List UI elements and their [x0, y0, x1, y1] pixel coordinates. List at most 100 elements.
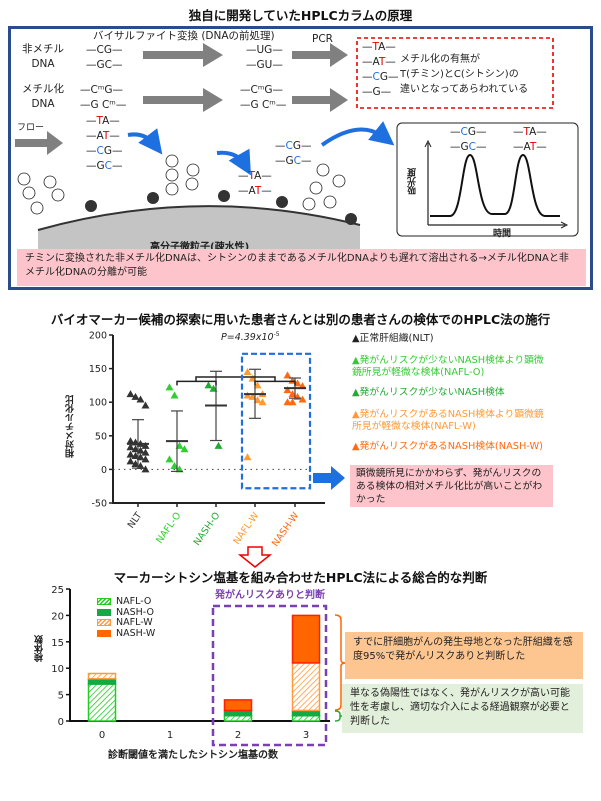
x-tick-label: 1	[167, 730, 173, 741]
bar-ylabel: 検体数	[35, 635, 45, 662]
y-tick-label: 15	[51, 638, 64, 649]
legend-item: ▲発がんリスクが少ないNASH検体より顕微鏡所見が軽微な検体(NAFL-O)	[352, 355, 544, 378]
ligand-clusters	[17, 154, 346, 215]
legend-item: NAFL-W	[97, 617, 155, 629]
polymer-particle	[38, 206, 360, 262]
data-point	[131, 392, 140, 400]
legend-swatch	[97, 608, 111, 616]
x-tick-label: 2	[235, 730, 241, 741]
principle-summary: チミンに変換された非メチル化DNAは、シトシンのままであるメチル化DNAよりも遅…	[17, 249, 586, 286]
chrom-peak1-label: —CG——GC—	[450, 126, 487, 153]
pcr-arrow-top	[292, 43, 348, 67]
particle-label: 高分子微粒子(疎水性)	[150, 242, 250, 253]
y-tick-label: 20	[51, 611, 64, 622]
data-point	[126, 443, 135, 451]
p-value: P=4.39x10-5	[221, 331, 280, 344]
data-point	[170, 391, 179, 399]
y-tick-label: -50	[91, 499, 107, 510]
data-point	[258, 398, 267, 406]
chromatogram-box	[396, 122, 579, 237]
flow-label: フロー	[17, 123, 45, 133]
blue-arrow-3	[320, 121, 395, 147]
eluting-ta: —TA——AT—	[238, 170, 272, 197]
note-orange: すでに肝細胞がんの発生母地となった肝組織を感度95%で発がんリスクありと判断した	[345, 632, 583, 679]
positive-beads	[85, 190, 357, 225]
bar-segment	[223, 699, 253, 712]
data-point	[180, 445, 189, 453]
bar-segment	[87, 672, 117, 680]
legend-swatch	[97, 629, 111, 637]
bar-segment	[291, 614, 321, 664]
y-tick-label: 0	[58, 717, 64, 728]
data-point	[136, 395, 145, 403]
bar-segment	[291, 709, 321, 717]
principle-panel	[8, 26, 593, 290]
bar-segment	[87, 678, 117, 685]
legend-swatch	[97, 598, 111, 605]
principle-title: 独自に開発していたHPLCカラムの原理	[188, 8, 413, 23]
y-tick-label: 200	[89, 331, 107, 342]
data-point	[243, 367, 252, 375]
data-point	[141, 401, 150, 409]
note-green: 単なる偽陽性ではなく、発がんリスクが高い可能性を考慮し、適切な介入による経過観察…	[342, 684, 583, 733]
result-note: メチル化の有無が T(チミン)とC(シトシン)の 違いとなってあらわれている	[400, 54, 529, 95]
bar-segment	[223, 709, 253, 717]
data-point	[141, 465, 150, 473]
scatter-legend: ▲正常肝組織(NLT) ▲発がんリスクが少ないNASH検体より顕微鏡所見が軽微な検…	[352, 333, 552, 453]
y-tick-label: 100	[89, 398, 107, 409]
data-point	[141, 441, 150, 449]
elution-arrows	[127, 121, 395, 176]
y-tick-label: 0	[101, 465, 107, 476]
data-point	[288, 398, 297, 406]
bar-segment	[223, 714, 253, 722]
legend-item: ▲発がんリスクがあるNASH検体より顕微鏡所見が軽微な検体(NAFL-W)	[352, 409, 544, 432]
y-tick-label: 10	[51, 664, 64, 675]
scatter-title: バイオマーカー候補の探索に用いた患者さんとは別の患者さんの検体でのHPLC法の施…	[50, 312, 551, 327]
bar-segment	[291, 714, 321, 722]
seq-methyl: —CᵐG——G Cᵐ—	[80, 84, 127, 111]
bar-segment	[291, 662, 321, 712]
x-tick-label: 0	[99, 730, 105, 741]
y-tick-label: 5	[58, 691, 64, 702]
y-tick-label: 150	[89, 364, 107, 375]
pcr-arrow-bottom	[292, 88, 348, 112]
legend-item: NASH-W	[97, 628, 155, 640]
data-point	[204, 381, 213, 389]
chrom-xlabel: 時間	[493, 229, 512, 239]
data-point	[126, 437, 135, 445]
legend-item: ▲正常肝組織(NLT)	[352, 333, 434, 344]
data-point	[126, 450, 135, 458]
data-point	[283, 386, 292, 394]
data-point	[126, 457, 135, 465]
bisulfite-label: バイサルファイト変換 (DNAの前処理)	[93, 30, 275, 42]
down-arrow	[237, 546, 273, 568]
flow-arrow	[15, 131, 63, 155]
data-point	[141, 455, 150, 463]
seq-methyl-converted: —CᵐG——G Cᵐ—	[240, 84, 287, 111]
blue-arrow-1	[127, 128, 163, 155]
green-brace	[334, 710, 344, 722]
scatter-note: 顕微鏡所見にかかわらず、発がんリスクのある検体の相対メチル化比が高いことがわかっ…	[350, 465, 553, 507]
y-tick-label: 25	[51, 585, 64, 596]
risk-box	[211, 604, 328, 747]
legend-item: NASH-O	[97, 607, 155, 619]
seq-unmethyl: —CG——GC—	[86, 44, 123, 71]
legend-swatch	[97, 619, 111, 626]
data-point	[298, 395, 307, 403]
data-point	[165, 455, 174, 463]
blue-arrow-2	[216, 148, 251, 176]
flow-sequences: —TA— —AT— —CG— —GC—	[86, 115, 123, 172]
data-point	[243, 453, 252, 461]
pcr-label: PCR	[312, 33, 333, 45]
chromatogram-trace	[430, 153, 560, 217]
data-point	[165, 383, 174, 391]
legend-item: NAFL-O	[97, 596, 155, 608]
bar-title: マーカーシトシン塩基を組み合わせたHPLC法による総合的な判断	[113, 570, 488, 585]
eluting-cg: —CG——GC—	[275, 140, 312, 167]
